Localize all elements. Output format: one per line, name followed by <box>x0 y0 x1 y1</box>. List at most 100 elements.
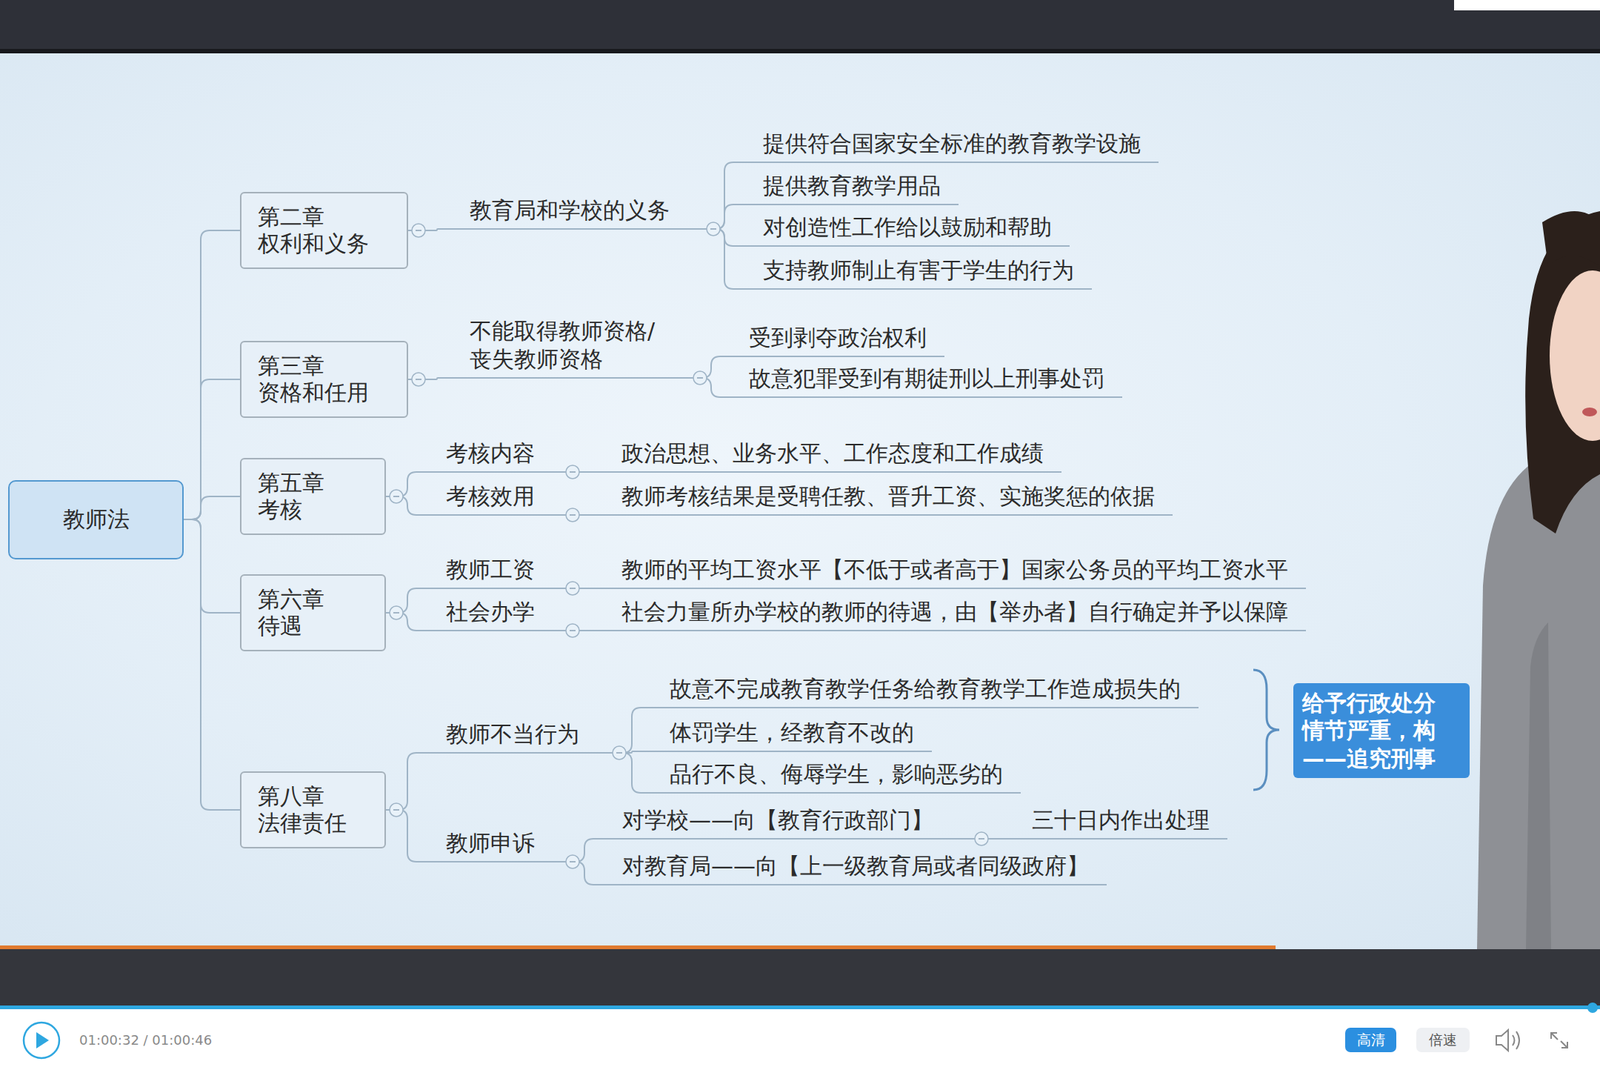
window-corner <box>1454 0 1600 11</box>
node-text: 提供教育教学用品 <box>762 171 941 200</box>
branch-text: 对创造性工作给以鼓励和帮助 <box>760 213 1070 248</box>
collapse-icon <box>389 802 403 817</box>
chapter-box: 第二章 权利和义务 <box>240 191 409 269</box>
node-text: 对教育局——向【上一级教育局或者同级政府】 <box>622 851 1089 880</box>
connector <box>565 471 619 473</box>
node-text: 对创造性工作给以鼓励和帮助 <box>762 213 1052 242</box>
node-text: 第六章 待遇 <box>257 585 369 640</box>
branch-text: 支持教师制止有害于学生的行为 <box>760 256 1092 291</box>
connector <box>385 809 443 862</box>
branch-text: 提供符合国家安全标准的教育教学设施 <box>760 129 1159 164</box>
branch-text: 受到剥夺政治权利 <box>745 323 945 358</box>
play-button <box>23 1022 60 1058</box>
branch-text: 故意犯罪受到有期徒刑以上刑事处罚 <box>745 364 1123 399</box>
connector <box>385 752 443 810</box>
connector <box>183 230 240 520</box>
volume-icon <box>1496 1029 1520 1051</box>
node-text: 三十日内作出处理 <box>1031 805 1210 835</box>
node-text: 教师考核结果是受聘任教、晋升工资、实施奖惩的依据 <box>621 482 1155 511</box>
connector <box>565 587 619 589</box>
progress-bar <box>0 1005 1600 1009</box>
chapter-box: 第六章 待遇 <box>240 574 386 652</box>
branch-text: 教育局和学校的义务 <box>466 196 707 231</box>
node-text: 不能取得教师资格/ 丧失教师资格 <box>469 317 676 373</box>
branch-text: 政治思想、业务水平、工作态度和工作成绩 <box>618 439 1062 474</box>
branch-text: 三十日内作出处理 <box>1028 805 1228 840</box>
branch-text: 对学校——向【教育行政部门】 <box>619 805 975 840</box>
collapse-icon <box>612 745 626 760</box>
branch-text: 体罚学生，经教育不改的 <box>666 718 932 753</box>
connector <box>183 496 240 520</box>
collapse-icon <box>565 581 580 595</box>
presenter <box>1477 211 1600 949</box>
collapse-icon <box>706 222 720 236</box>
node-text: 考核效用 <box>445 482 549 511</box>
node-text: 社会办学 <box>445 597 549 626</box>
player-button: 倍速 <box>1416 1027 1470 1052</box>
chapter-box: 第五章 考核 <box>240 457 386 535</box>
node-text: 对学校——向【教育行政部门】 <box>622 805 958 835</box>
branch-text: 教师申诉 <box>442 828 566 863</box>
branch-text: 考核内容 <box>442 439 566 474</box>
branch-text: 考核效用 <box>442 482 566 517</box>
progress-knob <box>1587 1002 1598 1013</box>
node-text: 受到剥夺政治权利 <box>748 323 927 352</box>
branch-text: 教师的平均工资水平【不低于或者高于】国家公务员的平均工资水平 <box>618 555 1306 590</box>
branch-text: 提供教育教学用品 <box>760 171 959 206</box>
node-text: 给予行政处分 情节严重，构 ——追究刑事 <box>1302 688 1461 773</box>
node-text: 社会力量所办学校的教师的待遇，由【举办者】自行确定并予以保障 <box>621 597 1289 626</box>
connector <box>706 228 760 289</box>
branch-text: 教师工资 <box>442 555 566 590</box>
chapter-box: 第三章 资格和任用 <box>240 340 409 418</box>
play-icon <box>36 1031 49 1049</box>
node-text: 支持教师制止有害于学生的行为 <box>762 256 1075 285</box>
collapse-icon <box>411 223 426 238</box>
connector <box>183 519 240 810</box>
node-text: 政治思想、业务水平、工作态度和工作成绩 <box>621 439 1044 468</box>
collapse-icon <box>389 605 403 620</box>
node-text: 教师不当行为 <box>445 720 595 749</box>
top-edge <box>0 48 1600 54</box>
node-text: 故意不完成教育教学任务给教育教学工作造成损失的 <box>669 674 1181 703</box>
branch-text: 社会办学 <box>442 597 566 632</box>
connector <box>565 514 619 516</box>
connector <box>183 379 240 520</box>
root-box: 教师法 <box>8 480 184 560</box>
node-text: 提供符合国家安全标准的教育教学设施 <box>762 129 1141 158</box>
collapse-icon <box>565 623 580 638</box>
node-text: 教师工资 <box>445 555 549 584</box>
node-text: 体罚学生，经教育不改的 <box>669 718 915 747</box>
collapse-icon <box>565 465 580 479</box>
node-text: 第八章 法律责任 <box>257 782 369 837</box>
chapter-box: 第八章 法律责任 <box>240 771 386 849</box>
collapse-icon <box>389 489 403 503</box>
branch-text: 品行不良、侮辱学生，影响恶劣的 <box>666 760 1021 795</box>
collapse-icon <box>411 372 426 386</box>
collapse-icon <box>565 508 580 522</box>
branch-text: 社会力量所办学校的教师的待遇，由【举办者】自行确定并予以保障 <box>618 597 1306 632</box>
collapse-icon <box>974 831 989 846</box>
brace <box>1253 669 1280 790</box>
player-button: 高清 <box>1345 1027 1397 1052</box>
branch-text: 不能取得教师资格/ 丧失教师资格 <box>466 317 694 379</box>
node-text: 考核内容 <box>445 439 549 468</box>
node-text: 教育局和学校的义务 <box>469 196 689 225</box>
branch-text: 教师不当行为 <box>442 720 613 755</box>
connector <box>706 162 760 229</box>
collapse-icon <box>565 854 580 869</box>
node-text: 第二章 权利和义务 <box>257 203 391 258</box>
node-text: 故意犯罪受到有期徒刑以上刑事处罚 <box>748 364 1105 393</box>
node-text: 教师法 <box>62 504 130 535</box>
fullscreen-icon <box>1551 1032 1568 1048</box>
collapse-icon <box>693 371 707 385</box>
branch-text: 故意不完成教育教学任务给教育教学工作造成损失的 <box>666 674 1199 709</box>
node-text: 第三章 资格和任用 <box>257 352 391 406</box>
connector <box>974 837 1029 840</box>
node-text: 品行不良、侮辱学生，影响恶劣的 <box>669 760 1003 789</box>
time-label: 01:00:32 / 01:00:46 <box>79 1031 212 1049</box>
branch-text: 对教育局——向【上一级教育局或者同级政府】 <box>619 851 1107 886</box>
node-text: 教师申诉 <box>445 828 549 858</box>
node-text: 第五章 考核 <box>257 469 369 523</box>
